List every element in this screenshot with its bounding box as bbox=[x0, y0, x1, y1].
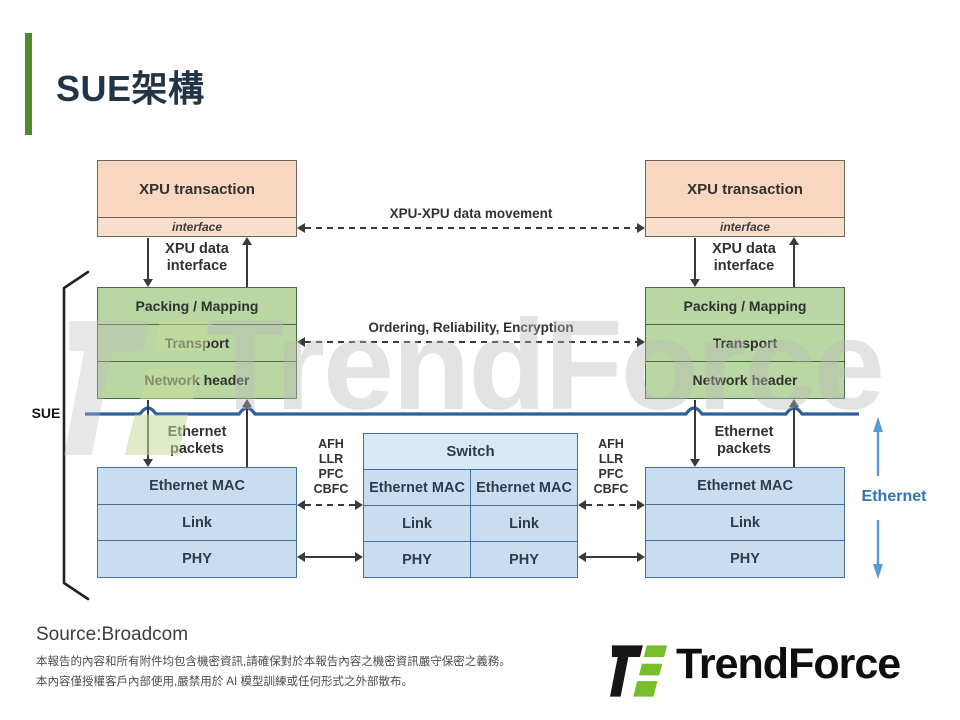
stack-row-phy: PHY bbox=[98, 540, 296, 577]
up-flow-line bbox=[793, 245, 795, 287]
xpu-interface-bar: interface bbox=[646, 217, 844, 236]
arrowhead-down-icon bbox=[690, 279, 700, 287]
stack-row-ethernet-mac: Ethernet MAC bbox=[697, 477, 793, 494]
sue-protocol-stack-left: Packing / Mapping Transport Network head… bbox=[97, 287, 297, 399]
arrowhead-up-icon bbox=[789, 399, 799, 407]
stack-row-link: Link bbox=[471, 505, 577, 541]
stack-row-phy: PHY bbox=[646, 540, 844, 577]
phy-arrow-right bbox=[584, 556, 638, 558]
sue-ethernet-divider-line bbox=[85, 406, 859, 416]
ordering-reliability-encryption-label: Ordering, Reliability, Encryption bbox=[368, 320, 574, 335]
arrowhead-left-icon bbox=[297, 500, 305, 510]
stack-row-packing-mapping: Packing / Mapping bbox=[683, 298, 807, 314]
xpu-xpu-data-movement-label: XPU-XPU data movement bbox=[389, 206, 553, 221]
arrowhead-down-icon bbox=[143, 459, 153, 467]
arrowhead-right-icon bbox=[637, 500, 645, 510]
stack-row-ethernet-mac: Ethernet MAC bbox=[149, 477, 245, 494]
switch-title: Switch bbox=[364, 434, 577, 470]
stack-row-network-header: Network header bbox=[646, 361, 844, 398]
sue-protocol-stack-right: Packing / Mapping Transport Network head… bbox=[645, 287, 845, 399]
down-flow-line bbox=[147, 238, 149, 280]
ethernet-span-arrow bbox=[873, 417, 883, 579]
flow-label-llr: LLR bbox=[318, 452, 344, 466]
ethernet-mac-stack-right: Ethernet MAC Link PHY bbox=[645, 467, 845, 578]
arrowhead-left-icon bbox=[297, 337, 305, 347]
arrowhead-right-icon bbox=[637, 223, 645, 233]
up-flow-line bbox=[246, 407, 248, 467]
ethernet-label: Ethernet bbox=[861, 488, 927, 505]
arrowhead-up-icon bbox=[242, 399, 252, 407]
up-flow-line bbox=[246, 245, 248, 287]
stack-row-transport: Transport bbox=[98, 324, 296, 361]
arrowhead-down-icon bbox=[143, 279, 153, 287]
xpu-interface-bar: interface bbox=[98, 217, 296, 236]
arrowhead-left-icon bbox=[297, 223, 305, 233]
flow-label-llr: LLR bbox=[598, 452, 624, 466]
stack-row-link: Link bbox=[98, 503, 296, 541]
stack-row-ethernet-mac: Ethernet MAC bbox=[369, 479, 465, 496]
switch-port-column: Ethernet MAC Link PHY bbox=[364, 470, 470, 577]
down-flow-line bbox=[694, 400, 696, 460]
arrowhead-up-icon bbox=[242, 237, 252, 245]
title-accent-bar bbox=[25, 33, 32, 135]
mac-dashed-arrow-left bbox=[305, 504, 355, 506]
xpu-data-interface-label: XPU data interface bbox=[165, 241, 229, 274]
phy-arrow-left bbox=[303, 556, 357, 558]
stack-row-ethernet-mac: Ethernet MAC bbox=[476, 479, 572, 496]
trendforce-logo-text: TrendForce bbox=[676, 640, 901, 688]
disclaimer-line-1: 本報告的內容和所有附件均包含機密資訊,請確保對於本報告內容之機密資訊嚴守保密之義… bbox=[36, 656, 511, 668]
switch-box: Switch Ethernet MAC Link PHY Ethernet MA… bbox=[363, 433, 578, 578]
stack-row-network-header: Network header bbox=[98, 361, 296, 398]
ethernet-packets-label: Ethernet packets bbox=[714, 424, 774, 457]
stack-row-link: Link bbox=[364, 505, 470, 541]
page-title: SUE架構 bbox=[56, 68, 205, 109]
switch-port-column: Ethernet MAC Link PHY bbox=[470, 470, 577, 577]
sue-bracket bbox=[62, 270, 90, 601]
ethernet-packets-label: Ethernet packets bbox=[167, 424, 227, 457]
ethernet-mac-stack-left: Ethernet MAC Link PHY bbox=[97, 467, 297, 578]
arrowhead-down-icon bbox=[690, 459, 700, 467]
arrowhead-left-icon bbox=[297, 552, 305, 562]
flow-label-afh: AFH bbox=[318, 437, 344, 451]
xpu-transaction-label: XPU transaction bbox=[139, 180, 255, 198]
arrowhead-left-icon bbox=[578, 500, 586, 510]
flow-label-afh: AFH bbox=[598, 437, 624, 451]
disclaimer-line-2: 本內容僅授權客戶內部使用,嚴禁用於 AI 模型訓練或任何形式之外部散布。 bbox=[36, 676, 413, 688]
arrowhead-left-icon bbox=[578, 552, 586, 562]
stack-row-phy: PHY bbox=[471, 541, 577, 577]
xpu-transaction-box-left: XPU transaction interface bbox=[97, 160, 297, 237]
switch-columns: Ethernet MAC Link PHY Ethernet MAC Link … bbox=[364, 470, 577, 577]
flow-label-cbfc: CBFC bbox=[313, 482, 349, 496]
up-flow-line bbox=[793, 407, 795, 467]
mac-dashed-arrow-right bbox=[586, 504, 637, 506]
ordering-dashed-arrow bbox=[305, 341, 637, 343]
arrowhead-right-icon bbox=[355, 500, 363, 510]
stack-row-link: Link bbox=[646, 503, 844, 541]
stack-row-phy: PHY bbox=[364, 541, 470, 577]
sue-label: SUE bbox=[31, 405, 61, 421]
xpu-data-interface-label: XPU data interface bbox=[712, 241, 776, 274]
xpu-transaction-label: XPU transaction bbox=[687, 180, 803, 198]
flow-control-labels-left: AFH LLR PFC CBFC bbox=[306, 437, 356, 497]
trendforce-logo-icon bbox=[610, 645, 668, 697]
arrowhead-right-icon bbox=[637, 552, 645, 562]
xpu-transaction-box-right: XPU transaction interface bbox=[645, 160, 845, 237]
flow-label-pfc: PFC bbox=[318, 467, 344, 481]
arrowhead-right-icon bbox=[355, 552, 363, 562]
down-flow-line bbox=[147, 400, 149, 460]
source-caption: Source:Broadcom bbox=[36, 624, 189, 645]
stack-row-packing-mapping: Packing / Mapping bbox=[135, 298, 259, 314]
xpu-xpu-dashed-arrow bbox=[305, 227, 637, 229]
stack-row-transport: Transport bbox=[646, 324, 844, 361]
arrowhead-up-icon bbox=[789, 237, 799, 245]
flow-control-labels-right: AFH LLR PFC CBFC bbox=[586, 437, 636, 497]
flow-label-cbfc: CBFC bbox=[593, 482, 629, 496]
arrowhead-right-icon bbox=[637, 337, 645, 347]
flow-label-pfc: PFC bbox=[598, 467, 624, 481]
down-flow-line bbox=[694, 238, 696, 280]
